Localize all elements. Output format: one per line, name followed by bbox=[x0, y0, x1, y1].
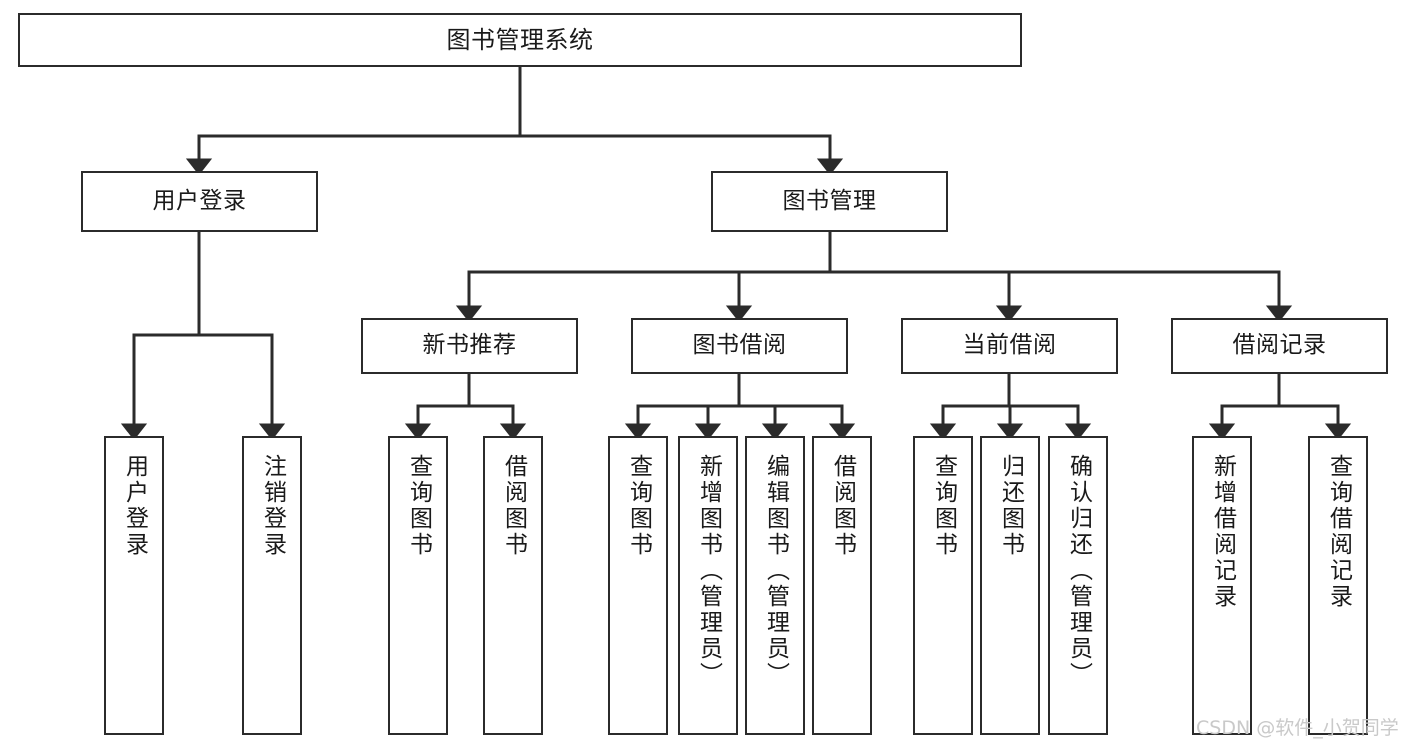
node-leaf-return-book-label: 归还图书 bbox=[997, 454, 1024, 558]
node-leaf-borrow-book-1[interactable]: 借阅图书 bbox=[483, 436, 543, 735]
node-leaf-confirm-return[interactable]: 确认归还（管理员） bbox=[1048, 436, 1108, 735]
node-book-borrow[interactable]: 图书借阅 bbox=[631, 318, 848, 374]
node-root-label: 图书管理系统 bbox=[446, 25, 594, 54]
node-leaf-borrow-book-2-label: 借阅图书 bbox=[829, 454, 856, 558]
node-leaf-query-book-2-label: 查询图书 bbox=[625, 454, 652, 558]
node-book-borrow-label: 图书借阅 bbox=[692, 332, 787, 359]
node-leaf-borrow-book-2[interactable]: 借阅图书 bbox=[812, 436, 872, 735]
node-leaf-query-book-1[interactable]: 查询图书 bbox=[388, 436, 448, 735]
node-user-login-label: 用户登录 bbox=[152, 187, 247, 214]
node-leaf-edit-book-label: 编辑图书（管理员） bbox=[762, 454, 789, 688]
node-borrow-record[interactable]: 借阅记录 bbox=[1171, 318, 1388, 374]
node-leaf-return-book[interactable]: 归还图书 bbox=[980, 436, 1040, 735]
node-new-book-rec-label: 新书推荐 bbox=[422, 332, 517, 359]
node-leaf-logout-label: 注销登录 bbox=[259, 454, 286, 558]
node-leaf-query-book-3-label: 查询图书 bbox=[930, 454, 957, 558]
node-book-manage-label: 图书管理 bbox=[782, 187, 877, 214]
node-leaf-query-book-3[interactable]: 查询图书 bbox=[913, 436, 973, 735]
node-leaf-add-book-label: 新增图书（管理员） bbox=[695, 454, 722, 688]
node-leaf-borrow-book-1-label: 借阅图书 bbox=[500, 454, 527, 558]
node-leaf-query-record[interactable]: 查询借阅记录 bbox=[1308, 436, 1368, 735]
node-leaf-query-book-2[interactable]: 查询图书 bbox=[608, 436, 668, 735]
node-leaf-add-record[interactable]: 新增借阅记录 bbox=[1192, 436, 1252, 735]
node-leaf-add-book[interactable]: 新增图书（管理员） bbox=[678, 436, 738, 735]
node-user-login[interactable]: 用户登录 bbox=[81, 171, 318, 232]
node-leaf-add-record-label: 新增借阅记录 bbox=[1209, 454, 1236, 610]
node-leaf-query-record-label: 查询借阅记录 bbox=[1325, 454, 1352, 610]
node-current-borrow[interactable]: 当前借阅 bbox=[901, 318, 1118, 374]
node-leaf-user-login[interactable]: 用户登录 bbox=[104, 436, 164, 735]
node-leaf-confirm-return-label: 确认归还（管理员） bbox=[1065, 454, 1092, 688]
node-new-book-rec[interactable]: 新书推荐 bbox=[361, 318, 578, 374]
node-borrow-record-label: 借阅记录 bbox=[1232, 332, 1327, 359]
node-leaf-edit-book[interactable]: 编辑图书（管理员） bbox=[745, 436, 805, 735]
node-root[interactable]: 图书管理系统 bbox=[18, 13, 1022, 67]
node-book-manage[interactable]: 图书管理 bbox=[711, 171, 948, 232]
node-current-borrow-label: 当前借阅 bbox=[962, 332, 1057, 359]
node-leaf-user-login-label: 用户登录 bbox=[121, 454, 148, 558]
node-leaf-logout[interactable]: 注销登录 bbox=[242, 436, 302, 735]
node-leaf-query-book-1-label: 查询图书 bbox=[405, 454, 432, 558]
